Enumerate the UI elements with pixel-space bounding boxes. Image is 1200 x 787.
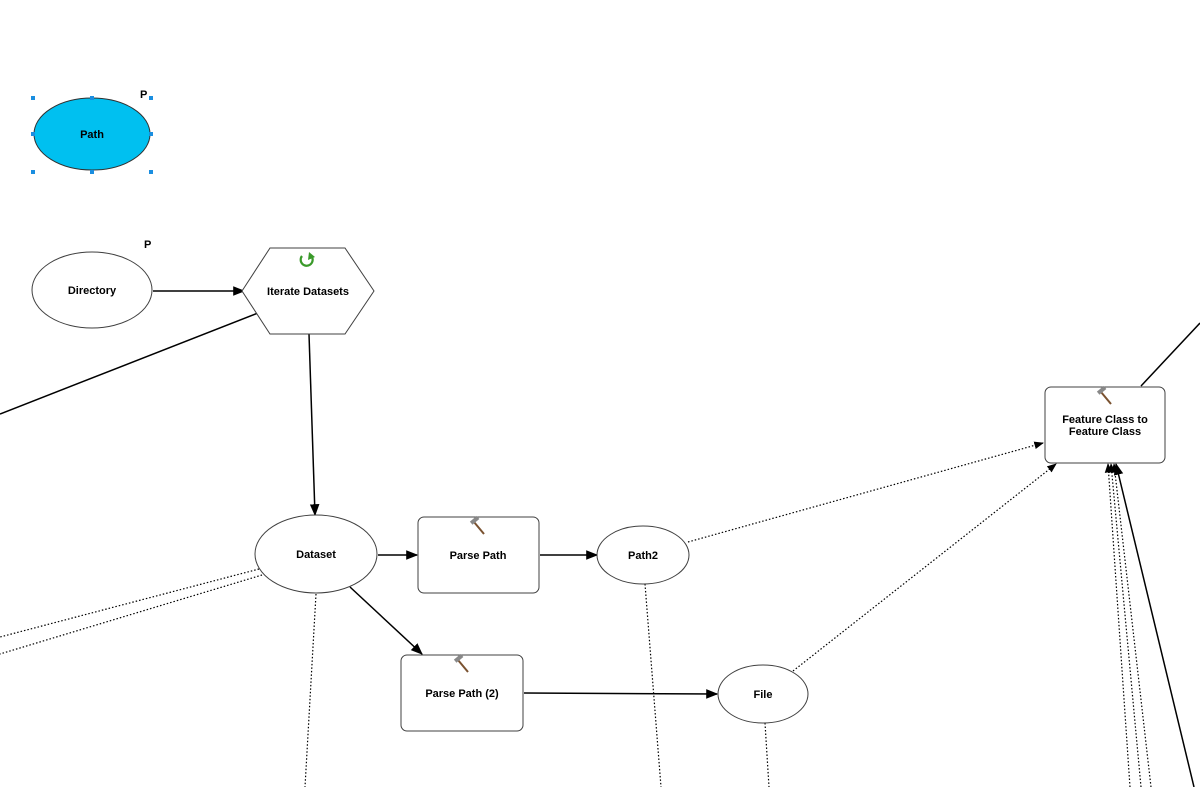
hammer-icon bbox=[453, 653, 469, 673]
connector-parse-path-2-to-file[interactable] bbox=[523, 689, 719, 699]
directory-ellipse[interactable] bbox=[31, 251, 153, 329]
connector-offscreen-to-feature-class-3[interactable] bbox=[1111, 463, 1152, 787]
connectors bbox=[0, 286, 1200, 787]
node-path2[interactable]: Path2 bbox=[596, 525, 690, 585]
connector-dataset-to-parse-path-2[interactable] bbox=[349, 586, 423, 655]
dataset-label: Dataset bbox=[296, 549, 336, 561]
selection-handle-top-right[interactable] bbox=[149, 96, 153, 100]
iterate-icon bbox=[299, 252, 315, 267]
file-label: File bbox=[754, 689, 773, 701]
hammer-icon bbox=[1096, 385, 1112, 405]
parse-path-label: Parse Path bbox=[450, 550, 507, 562]
connector-offscreen-to-feature-class-1[interactable] bbox=[1104, 463, 1131, 787]
file-ellipse[interactable] bbox=[717, 664, 809, 724]
selection-handle-middle-right[interactable] bbox=[149, 132, 153, 136]
connector-dataset-offscreen-left-2[interactable] bbox=[0, 574, 263, 655]
connector-offscreen-to-feature-class-2[interactable] bbox=[1107, 463, 1142, 787]
connector-feature-class-to-offscreen-right[interactable] bbox=[1140, 322, 1200, 387]
parse-path-box[interactable] bbox=[417, 516, 540, 594]
feature-class-label-line1: Feature Class to bbox=[1062, 414, 1148, 426]
selection-handle-middle-left[interactable] bbox=[31, 132, 35, 136]
connector-path2-offscreen-bottom[interactable] bbox=[644, 583, 662, 787]
node-iterate-datasets[interactable]: Iterate Datasets bbox=[241, 247, 375, 335]
parse-path-2-box[interactable] bbox=[400, 654, 524, 732]
node-parse-path[interactable]: Parse Path bbox=[417, 515, 540, 594]
feature-class-label-line2: Feature Class bbox=[1069, 426, 1141, 438]
directory-label: Directory bbox=[68, 285, 117, 297]
node-file[interactable]: File bbox=[717, 664, 809, 724]
connector-path2-to-feature-class[interactable] bbox=[687, 441, 1044, 543]
connector-dataset-offscreen-bottom[interactable] bbox=[304, 593, 317, 787]
connector-offscreen-to-feature-class-solid[interactable] bbox=[1113, 462, 1195, 787]
feature-class-box[interactable] bbox=[1044, 386, 1166, 464]
path-parameter-marker: P bbox=[140, 89, 147, 101]
node-parse-path-2[interactable]: Parse Path (2) bbox=[400, 653, 524, 732]
path2-ellipse[interactable] bbox=[596, 525, 690, 585]
node-directory[interactable]: Directory P bbox=[31, 239, 153, 329]
iterate-datasets-label: Iterate Datasets bbox=[267, 286, 349, 298]
parse-path-2-label: Parse Path (2) bbox=[425, 688, 499, 700]
selection-handles[interactable] bbox=[31, 96, 153, 174]
path2-label: Path2 bbox=[628, 550, 658, 562]
connector-file-offscreen-bottom[interactable] bbox=[764, 722, 770, 787]
selection-handle-bottom-middle[interactable] bbox=[90, 170, 94, 174]
path-label: Path bbox=[80, 129, 104, 141]
hammer-icon bbox=[469, 515, 485, 535]
selection-handle-bottom-left[interactable] bbox=[31, 170, 35, 174]
connector-iterate-to-dataset[interactable] bbox=[308, 333, 320, 517]
connector-iterate-to-offscreen-left[interactable] bbox=[0, 312, 259, 415]
node-feature-class-to-feature-class[interactable]: Feature Class to Feature Class bbox=[1044, 385, 1166, 464]
selection-handle-top-left[interactable] bbox=[31, 96, 35, 100]
dataset-ellipse[interactable] bbox=[254, 514, 378, 594]
node-dataset[interactable]: Dataset bbox=[254, 514, 378, 594]
selection-handle-top-middle[interactable] bbox=[90, 96, 94, 100]
selection-handle-bottom-right[interactable] bbox=[149, 170, 153, 174]
connector-dataset-offscreen-left-1[interactable] bbox=[0, 568, 260, 638]
connector-file-to-feature-class[interactable] bbox=[792, 463, 1057, 672]
directory-parameter-marker: P bbox=[144, 239, 151, 251]
node-path[interactable]: Path P bbox=[31, 89, 153, 174]
iterate-datasets-hexagon[interactable] bbox=[241, 247, 375, 335]
